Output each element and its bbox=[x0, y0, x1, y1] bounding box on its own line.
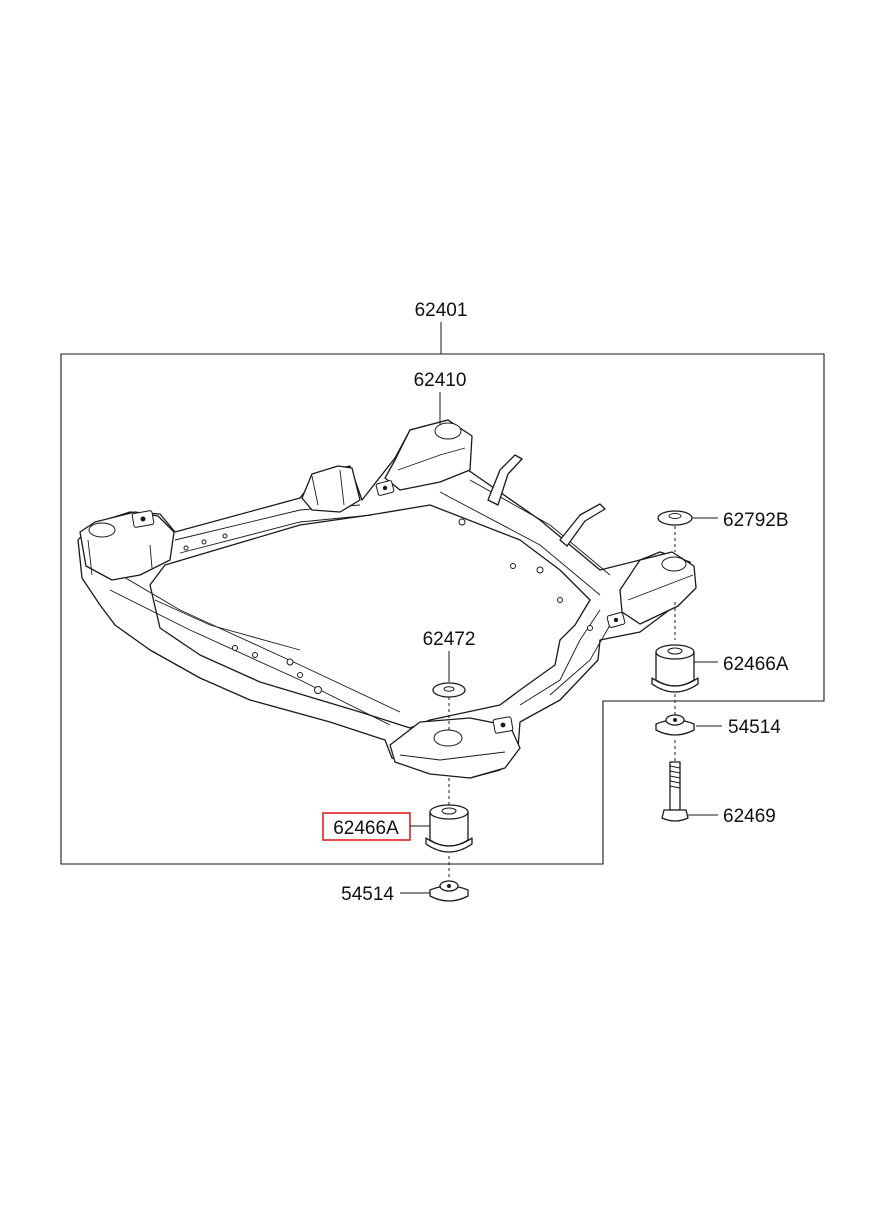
stopper-54514-left[interactable] bbox=[429, 880, 469, 902]
label-62792b[interactable]: 62792B bbox=[723, 510, 789, 531]
washer-62472[interactable] bbox=[432, 682, 466, 698]
label-62466a-left[interactable]: 62466A bbox=[333, 818, 399, 839]
label-62466a-right[interactable]: 62466A bbox=[723, 654, 789, 675]
upper-stopper-62792b[interactable] bbox=[657, 510, 693, 526]
bushing-62466a-left[interactable] bbox=[425, 804, 473, 853]
label-54514-left[interactable]: 54514 bbox=[341, 884, 394, 905]
label-62410[interactable]: 62410 bbox=[414, 370, 467, 391]
label-62472[interactable]: 62472 bbox=[423, 629, 476, 650]
label-54514-right[interactable]: 54514 bbox=[728, 717, 781, 738]
label-62401[interactable]: 62401 bbox=[415, 300, 468, 321]
label-62469[interactable]: 62469 bbox=[723, 806, 776, 827]
assembly-frame bbox=[60, 353, 825, 865]
crossmember-subframe[interactable] bbox=[77, 419, 697, 779]
bolt-62469[interactable] bbox=[661, 761, 689, 822]
stopper-54514-right[interactable] bbox=[655, 714, 695, 736]
bushing-62466a-right[interactable] bbox=[651, 644, 699, 693]
